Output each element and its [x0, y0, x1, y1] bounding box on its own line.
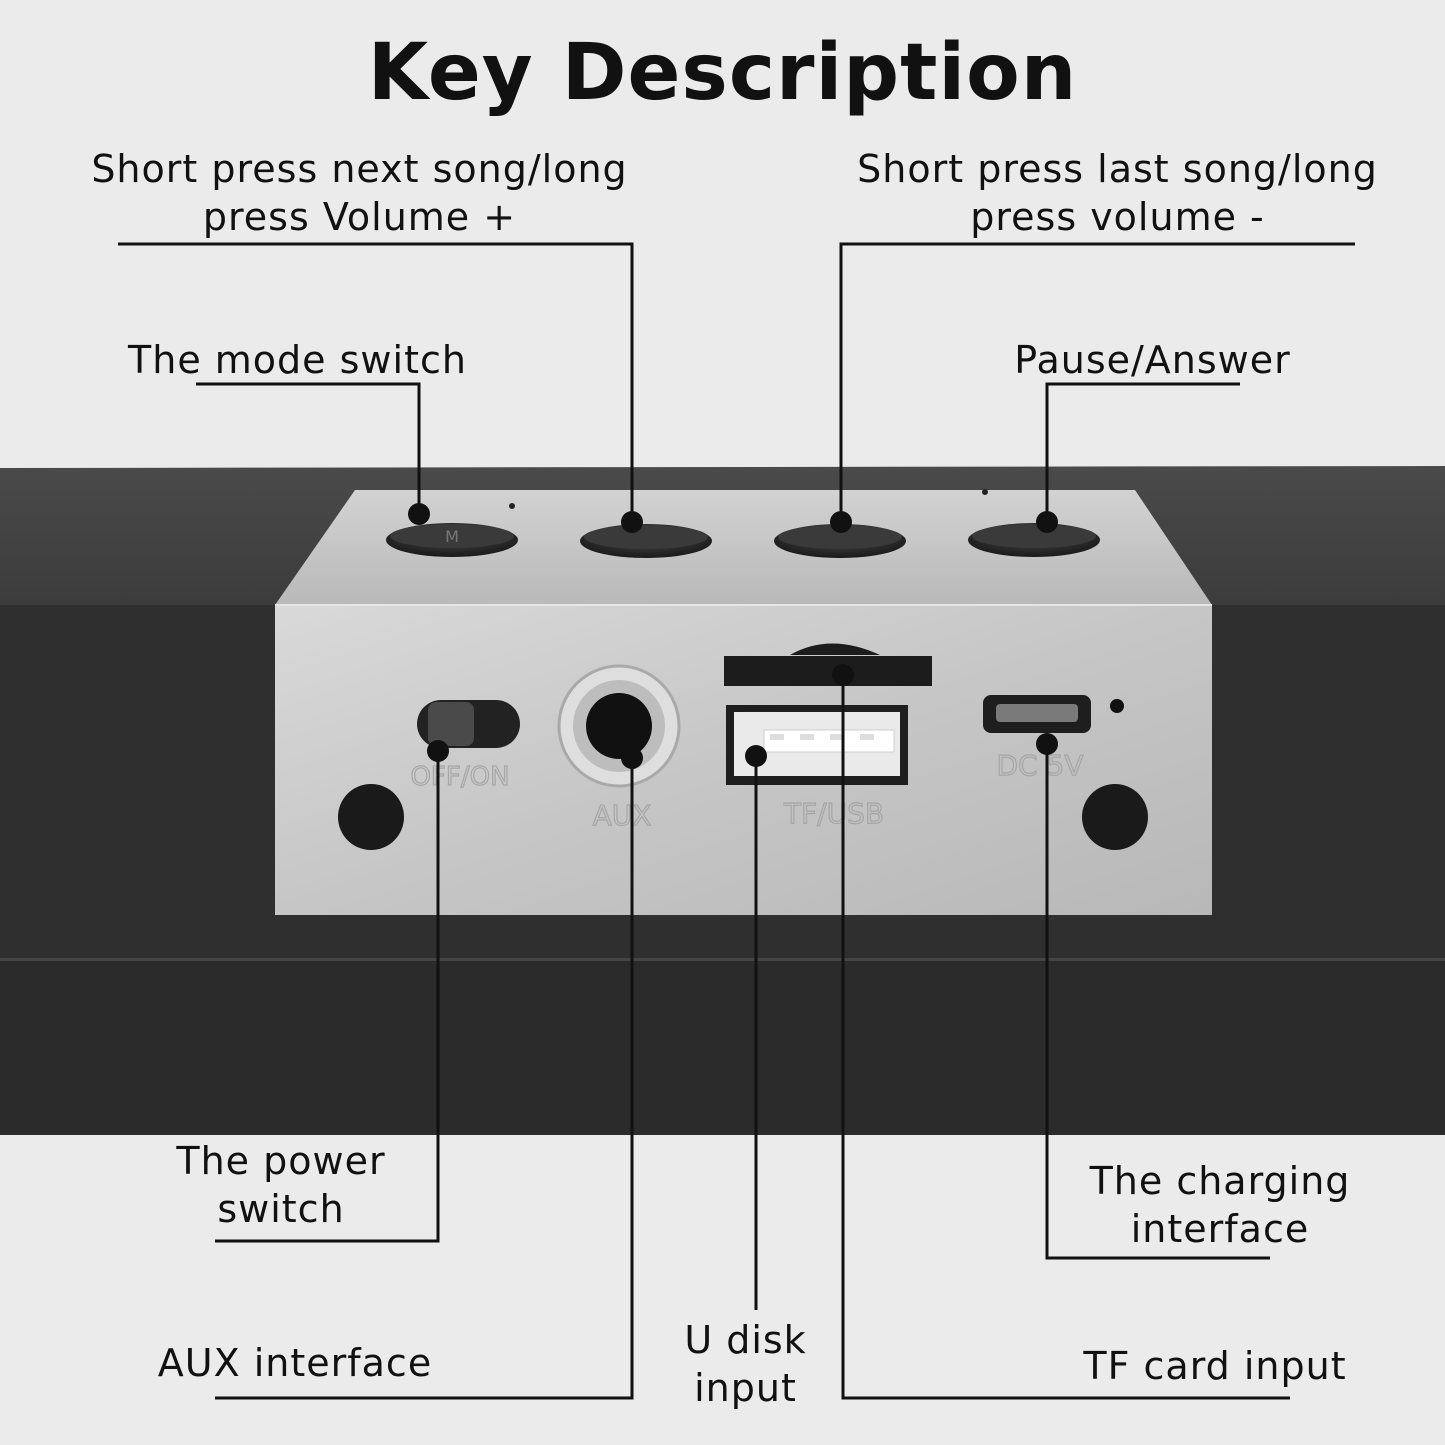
- label-mode-switch: The mode switch: [128, 338, 467, 382]
- tf-card-slot: [724, 643, 932, 686]
- label-last-song: Short press last song/long press volume …: [857, 147, 1378, 239]
- label-u-disk-input: U disk input: [684, 1318, 807, 1410]
- mode-button: M: [386, 523, 518, 557]
- pointer-dot-aux: [621, 747, 643, 769]
- leader-line-charging: [1045, 744, 1270, 1260]
- aux-jack: [557, 664, 681, 788]
- pointer-dot-last: [830, 511, 852, 533]
- next-button: [580, 524, 712, 558]
- leader-line-last-song: [839, 242, 1355, 522]
- leader-line-next-song: [118, 242, 634, 522]
- label-aux-interface: AUX interface: [157, 1341, 433, 1385]
- page-title: Key Description: [367, 28, 1078, 118]
- pointer-dot-pause: [1036, 511, 1058, 533]
- leader-line-power-switch: [215, 751, 440, 1243]
- pointer-dot-power: [427, 740, 449, 762]
- leader-line-aux: [215, 758, 634, 1400]
- previous-button: [774, 524, 906, 558]
- usb-port: [726, 705, 908, 785]
- power-marking: OFF/ON: [410, 762, 509, 792]
- label-charging-interface: The charging interface: [1089, 1159, 1351, 1251]
- label-pause-answer: Pause/Answer: [1014, 338, 1291, 382]
- dc-marking: DC 5V: [997, 749, 1084, 782]
- leader-line-mode-switch: [196, 382, 421, 514]
- label-power-switch: The power switch: [176, 1139, 386, 1231]
- power-slide-switch: [417, 700, 520, 748]
- pause-button: [968, 523, 1100, 557]
- leader-line-tf-card: [841, 675, 1290, 1400]
- screw-hole-left: [338, 784, 404, 850]
- tf-usb-marking: TF/USB: [783, 797, 884, 830]
- screw-hole-right: [1082, 784, 1148, 850]
- label-tf-card-input: TF card input: [1083, 1344, 1347, 1388]
- leader-line-pause: [1045, 382, 1240, 522]
- pointer-dot-tf: [832, 664, 854, 686]
- pointer-dot-usb: [745, 745, 767, 767]
- svg-text:M: M: [445, 527, 459, 546]
- aux-marking: AUX: [593, 799, 652, 832]
- micro-usb-port: [983, 695, 1124, 733]
- pointer-dot-charging: [1036, 733, 1058, 755]
- label-next-song: Short press next song/long press Volume …: [91, 147, 628, 239]
- pointer-dot-mode: [408, 503, 430, 525]
- pointer-dot-next: [621, 511, 643, 533]
